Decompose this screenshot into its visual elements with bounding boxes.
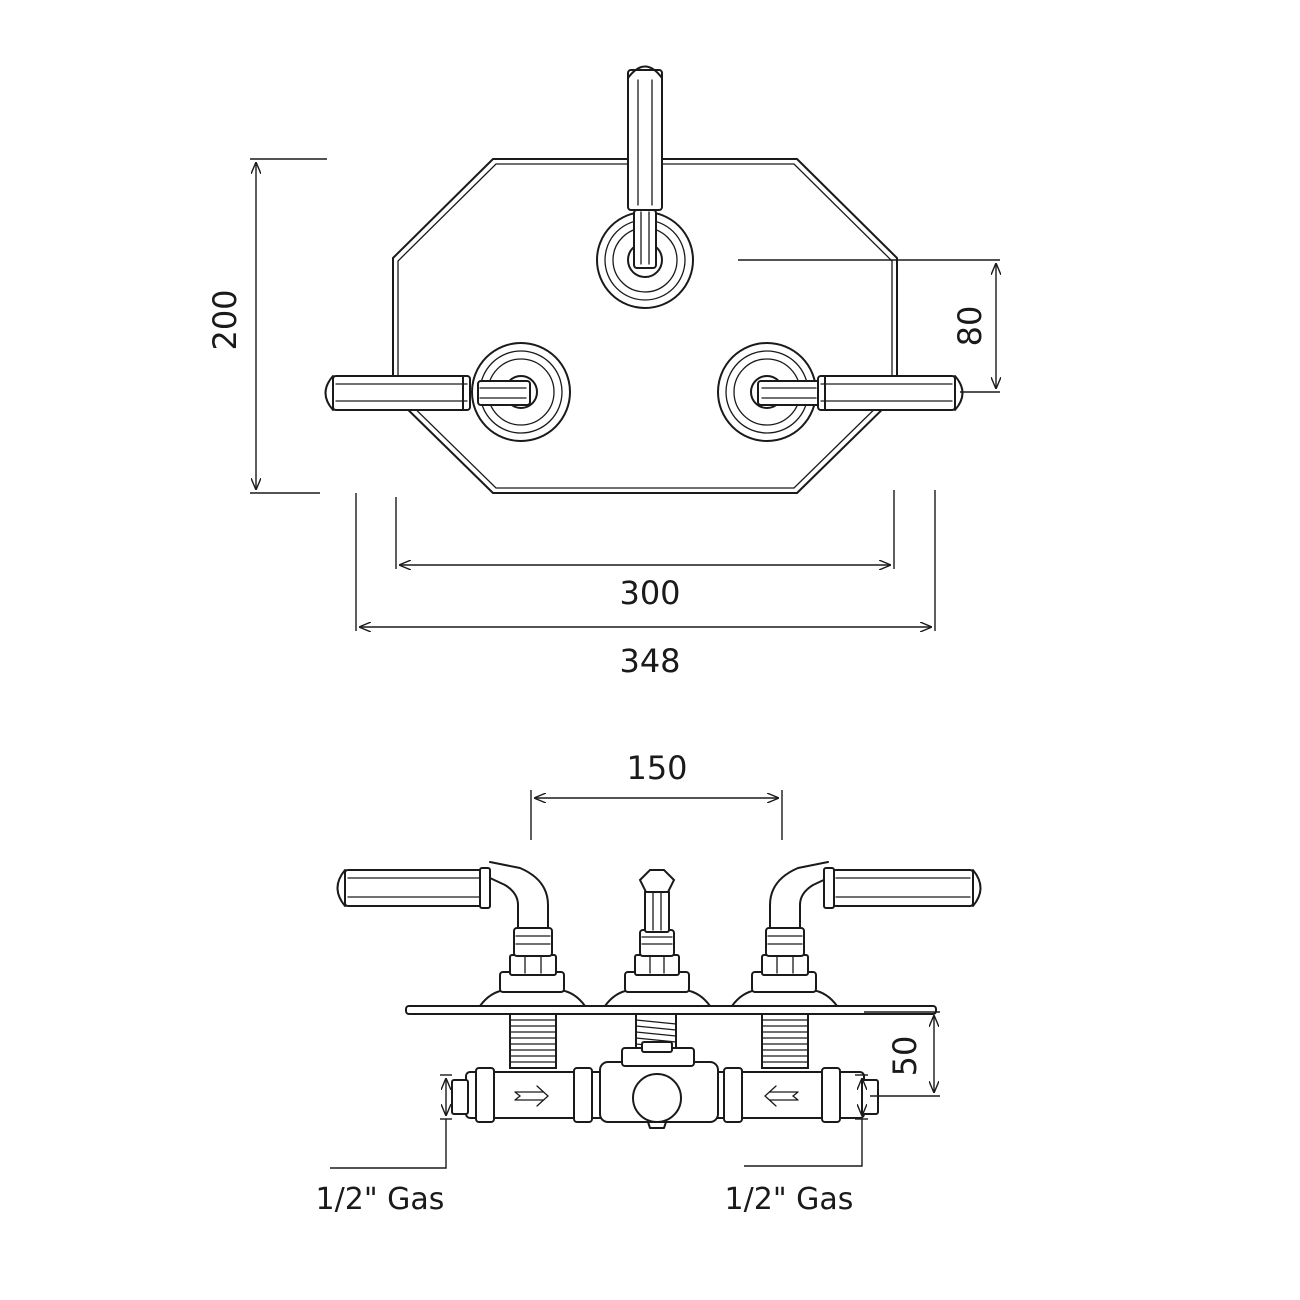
dimension-outer-width-label: 348 [619, 642, 680, 680]
side-wall-plate [405, 1005, 937, 1015]
flow-arrow-right [764, 1085, 799, 1107]
left-valve-handle [324, 342, 571, 442]
right-inlet-callout: 1/2" Gas [725, 1074, 868, 1217]
center-spout [596, 65, 694, 309]
backplate-inner-outline [397, 163, 893, 489]
dimension-depth: 50 [864, 1011, 940, 1097]
backplate-outline [392, 158, 898, 494]
dimension-spacing-label: 150 [626, 749, 687, 787]
top-view: 200 80 300 348 [206, 65, 1000, 680]
side-left-handle [336, 861, 586, 1007]
dimension-inner-width: 300 [395, 490, 895, 612]
dimension-inner-width-label: 300 [619, 574, 680, 612]
flow-arrow-left [514, 1085, 549, 1107]
dimension-spacing: 150 [530, 749, 783, 840]
dimension-offset: 80 [738, 259, 1000, 393]
dimension-offset-label: 80 [951, 306, 989, 347]
right-valve-handle [717, 342, 964, 442]
dimension-height-label: 200 [206, 289, 244, 350]
side-view: 150 [316, 749, 982, 1217]
side-valve-body [451, 1041, 879, 1129]
dimension-outer-width: 348 [355, 490, 936, 680]
right-inlet-label: 1/2" Gas [725, 1182, 854, 1217]
side-right-handle [731, 861, 982, 1007]
side-threaded-stems [509, 1013, 809, 1069]
side-center-spout [604, 869, 711, 1007]
dimension-depth-label: 50 [886, 1036, 924, 1077]
left-inlet-callout: 1/2" Gas [316, 1074, 452, 1217]
dimension-height: 200 [206, 158, 327, 494]
left-inlet-label: 1/2" Gas [316, 1182, 445, 1217]
